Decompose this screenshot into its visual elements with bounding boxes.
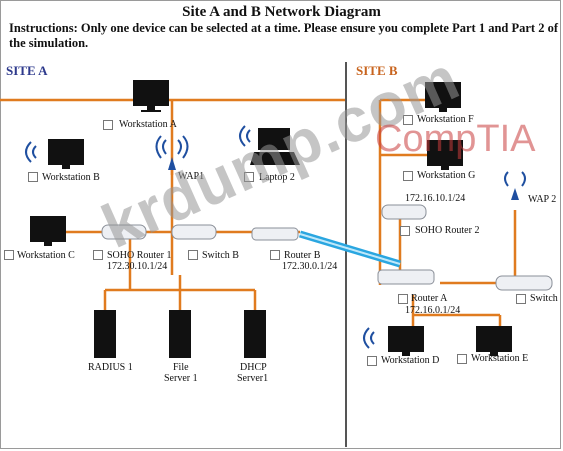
- checkbox-workstation-e[interactable]: [457, 354, 467, 364]
- wap1-label: WAP1: [178, 171, 205, 182]
- radius-1-label: RADIUS 1: [88, 362, 133, 373]
- checkbox-router-a[interactable]: [398, 294, 408, 304]
- laptop-2-label: Laptop 2: [259, 172, 295, 183]
- file-server-label-2: Server 1: [164, 373, 198, 384]
- workstation-e-label: Workstation E: [471, 353, 529, 364]
- switch-label: Switch: [530, 293, 558, 304]
- checkbox-switch-b[interactable]: [188, 250, 198, 260]
- checkbox-soho-router-2[interactable]: [400, 226, 410, 236]
- site-b-label: SITE B: [356, 63, 398, 78]
- checkbox-router-b[interactable]: [270, 250, 280, 260]
- instructions-text: Instructions: Only one device can be sel…: [9, 21, 558, 50]
- dhcp-server-label-1: DHCP: [240, 362, 267, 373]
- file-server-label-1: File: [173, 362, 189, 373]
- router-a-ip: 172.16.0.1/24: [405, 305, 461, 316]
- checkbox-workstation-g[interactable]: [403, 171, 413, 181]
- checkbox-laptop-2[interactable]: [244, 172, 254, 182]
- soho-router-1-ip: 172.30.10.1/24: [107, 261, 168, 272]
- switch-b-label: Switch B: [202, 250, 239, 261]
- router-b-label: Router B: [284, 250, 321, 261]
- comptia-watermark: CompTIA: [375, 118, 536, 160]
- checkbox-workstation-b[interactable]: [28, 172, 38, 182]
- checkbox-workstation-f[interactable]: [403, 115, 413, 125]
- workstation-g-label: Workstation G: [417, 170, 476, 181]
- dhcp-server-label-2: Server1: [237, 373, 269, 384]
- site-divider: [345, 62, 347, 447]
- checkbox-switch[interactable]: [516, 294, 526, 304]
- workstation-f-label: Workstation F: [417, 114, 474, 125]
- soho-router-2-label: SOHO Router 2: [415, 225, 480, 236]
- site-a-label: SITE A: [6, 63, 48, 78]
- soho-router-1-label: SOHO Router 1: [107, 250, 172, 261]
- router-a-label: Router A: [411, 293, 448, 304]
- checkbox-workstation-a[interactable]: [103, 120, 113, 130]
- diagram-title: Site A and B Network Diagram: [182, 4, 381, 20]
- router-b-ip: 172.30.0.1/24: [282, 261, 338, 272]
- workstation-b-label: Workstation B: [42, 172, 100, 183]
- workstation-g-ip: 172.16.10.1/24: [405, 193, 466, 204]
- checkbox-soho-router-1[interactable]: [93, 250, 103, 260]
- wap-2-label: WAP 2: [528, 194, 557, 205]
- checkbox-workstation-c[interactable]: [4, 250, 14, 260]
- workstation-a-label: Workstation A: [119, 119, 177, 130]
- workstation-d-label: Workstation D: [381, 355, 440, 366]
- checkbox-workstation-d[interactable]: [367, 356, 377, 366]
- workstation-c-label: Workstation C: [17, 250, 75, 261]
